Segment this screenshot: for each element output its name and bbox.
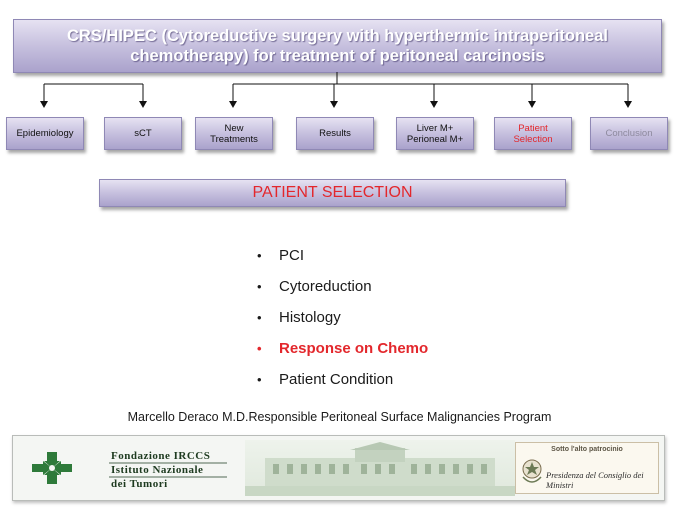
bullet-item: • PCI (257, 240, 428, 271)
bullet-dot: • (257, 372, 262, 387)
nav-label-line-2: Selection (513, 133, 553, 145)
bullet-dot: • (257, 279, 262, 294)
bullet-item: • Patient Condition (257, 364, 428, 395)
bullet-text: Response on Chemo (279, 340, 429, 357)
nav-box-liver-peritoneal[interactable]: Liver M+ Perioneal M+ (396, 117, 474, 150)
building-image (245, 440, 515, 496)
title-banner: CRS/HIPEC (Cytoreductive surgery with hy… (13, 19, 662, 73)
bullet-item-highlighted: • Response on Chemo (257, 333, 428, 364)
bullet-item: • Cytoreduction (257, 271, 428, 302)
nav-box-results[interactable]: Results (296, 117, 374, 150)
nav-box-new-treatments[interactable]: New Treatments (195, 117, 273, 150)
nav-box-conclusion[interactable]: Conclusion (590, 117, 668, 150)
connector-arrows (40, 72, 632, 108)
institution-name-line-3: dei Tumori (111, 478, 168, 490)
nav-label-line-1: Patient (518, 122, 548, 134)
nav-box-epidemiology[interactable]: Epidemiology (6, 117, 84, 150)
institution-rules (109, 462, 227, 478)
nav-box-sct[interactable]: sCT (104, 117, 182, 150)
section-title-banner: PATIENT SELECTION (99, 179, 566, 207)
bullet-item: • Histology (257, 302, 428, 333)
footer-banner: Fondazione IRCCS Istituto Nazionale dei … (12, 435, 665, 501)
bullet-dot: • (257, 248, 262, 263)
bullet-text: PCI (279, 247, 305, 264)
bullet-list: • PCI • Cytoreduction • Histology • Response… (257, 240, 428, 395)
author-credit: Marcello Deraco M.D.Responsible Peritone… (127, 410, 552, 424)
nav-box-patient-selection[interactable]: Patient Selection (494, 117, 572, 150)
bullet-dot: • (257, 341, 262, 356)
bullet-text: Histology (279, 309, 341, 326)
patronage-label: Sotto l'alto patrocinio (551, 446, 623, 453)
bullet-dot: • (257, 310, 262, 325)
institution-name-line-1: Fondazione IRCCS (111, 450, 211, 462)
nav-label-line-1: Liver M+ (416, 122, 454, 134)
section-title: PATIENT SELECTION (252, 184, 413, 201)
nav-label: Results (319, 128, 351, 139)
institution-logo: Fondazione IRCCS Istituto Nazionale dei … (25, 444, 235, 492)
arrows-logo-icon (32, 452, 72, 484)
nav-label: sCT (134, 128, 152, 139)
institution-name-line-2: Istituto Nazionale (111, 464, 204, 476)
bullet-text: Cytoreduction (279, 278, 372, 295)
title-line-1: CRS/HIPEC (Cytoreductive surgery with hy… (67, 27, 608, 45)
nav-label: Conclusion (605, 128, 653, 139)
nav-label-line-2: Treatments (210, 133, 258, 145)
title-line-2: chemotherapy) for treatment of peritonea… (130, 47, 545, 65)
nav-label-line-2: Perioneal M+ (406, 133, 464, 145)
nav-label: Epidemiology (16, 128, 74, 139)
bullet-text: Patient Condition (279, 371, 394, 388)
patronage-box: Sotto l'alto patrocinio Presidenza del C… (515, 442, 659, 494)
patronage-signature: Presidenza del Consiglio dei Ministri (546, 470, 644, 490)
nav-label-line-1: New (224, 122, 244, 134)
emblem-icon (522, 459, 542, 483)
